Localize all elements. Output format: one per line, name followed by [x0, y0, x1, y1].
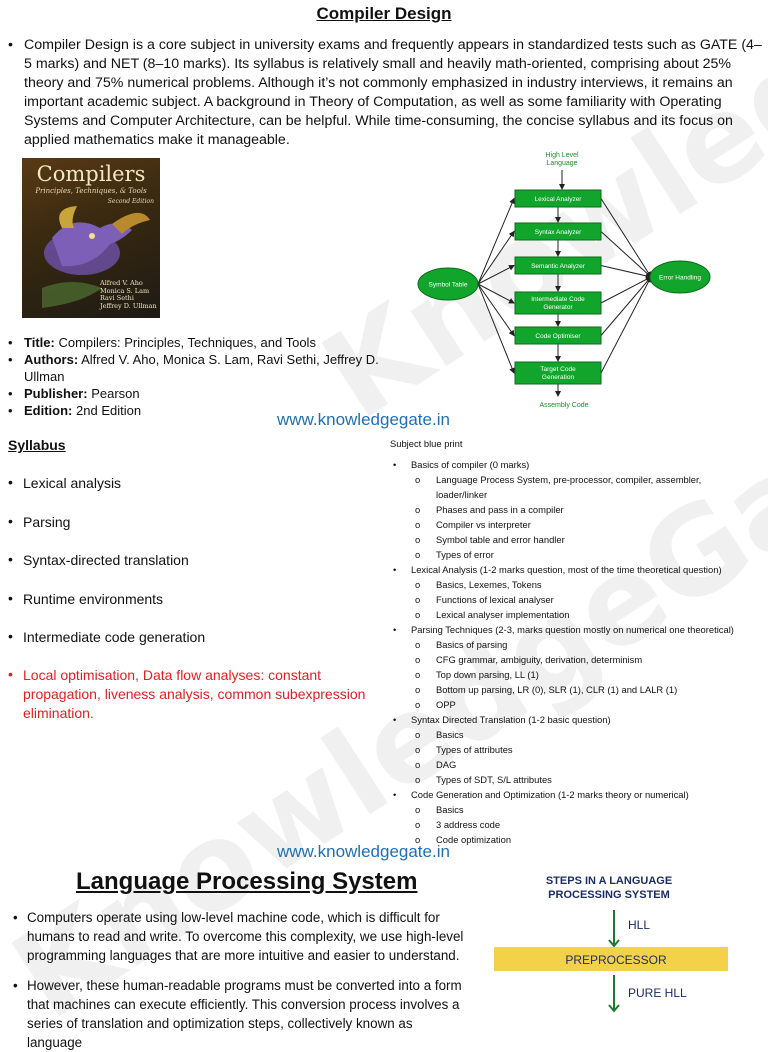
cover-title: Compilers — [36, 162, 146, 186]
phase-label: Code Optimiser — [535, 333, 581, 340]
book-info-publisher: •Publisher: Pearson — [8, 386, 140, 401]
blueprint-heading: Subject blue print — [390, 438, 463, 449]
step-label-hll: HLL — [628, 918, 650, 932]
intro-paragraph: • Compiler Design is a core subject in u… — [8, 36, 763, 150]
book-cover-image: Compilers Principles, Techniques, & Tool… — [22, 158, 160, 318]
diagram-output-label: Assembly Code — [539, 402, 588, 409]
lps-heading: Language Processing System — [76, 868, 418, 895]
intro-text: Compiler Design is a core subject in uni… — [24, 37, 762, 148]
phase-box — [514, 291, 602, 315]
syllabus-heading: Syllabus — [8, 437, 66, 453]
phase-box — [514, 189, 602, 208]
phase-box — [514, 361, 602, 385]
book-info-title: •Title: Compilers: Principles, Technique… — [8, 335, 316, 350]
book-info-authors: •Authors: Alfred V. Aho, Monica S. Lam, … — [8, 352, 379, 384]
syllabus-item: •Intermediate code generation — [8, 628, 206, 645]
syllabus-item: •Runtime environments — [8, 590, 164, 607]
lps-paragraph: •However, these human-readable programs … — [13, 978, 462, 1050]
phase-box — [514, 326, 602, 345]
syllabus-item-highlighted: •Local optimisation, Data flow analyses:… — [8, 666, 366, 721]
phase-box — [514, 256, 602, 275]
syllabus-item: •Syntax-directed translation — [8, 551, 189, 568]
error-handling-node — [649, 260, 711, 294]
step-label-preprocessor: PREPROCESSOR — [565, 953, 667, 967]
preprocessor-band — [494, 947, 728, 971]
phase-label: Syntax Analyzer — [535, 229, 582, 236]
cover-author: Monica S. Lam — [100, 286, 150, 295]
syllabus-item: •Lexical analysis — [8, 474, 122, 491]
cover-author: Jeffrey D. Ullman — [100, 301, 157, 310]
book-info-edition: •Edition: 2nd Edition — [8, 403, 142, 418]
syllabus-item: •Parsing — [8, 513, 71, 530]
phase-label: Semantic Analyzer — [531, 263, 586, 270]
dragon-illustration — [42, 206, 150, 308]
website-link[interactable]: www.knowledgegate.in — [277, 842, 450, 861]
blueprint-section: •Syntax Directed Translation (1-2 basic … — [393, 714, 611, 725]
blueprint-section: •Parsing Techniques (2-3, marks question… — [393, 624, 734, 635]
cover-subtitle: Principles, Techniques, & Tools — [35, 187, 147, 195]
symbol-table-node-label: Symbol Table — [429, 282, 468, 289]
bullet: • — [8, 37, 13, 53]
phase-label: Lexical Analyzer — [535, 196, 583, 203]
cover-authors: Alfred V. Aho Monica S. Lam Ravi Sethi J… — [100, 279, 157, 310]
error-handling-node-label: Error Handling — [659, 275, 701, 282]
blueprint-section: •Basics of compiler (0 marks) — [393, 459, 530, 470]
blueprint-section: •Lexical Analysis (1-2 marks question, m… — [393, 564, 722, 575]
phase-box — [514, 222, 602, 241]
blueprint-section: •Code Generation and Optimization (1-2 m… — [393, 789, 689, 800]
lps-paragraph: •Computers operate using low-level machi… — [13, 910, 464, 963]
website-link[interactable]: www.knowledgegate.in — [277, 410, 450, 429]
cover-author: Ravi Sethi — [100, 294, 134, 302]
book-info-list: •Title: Compilers: Principles, Technique… — [8, 334, 388, 419]
cover-edition: Second Edition — [107, 198, 154, 205]
step-label-pure-hll: PURE HLL — [628, 986, 687, 1000]
symbol-table-node — [417, 267, 479, 301]
page-title: Compiler Design — [316, 4, 452, 23]
cover-author: Alfred V. Aho — [100, 279, 143, 287]
